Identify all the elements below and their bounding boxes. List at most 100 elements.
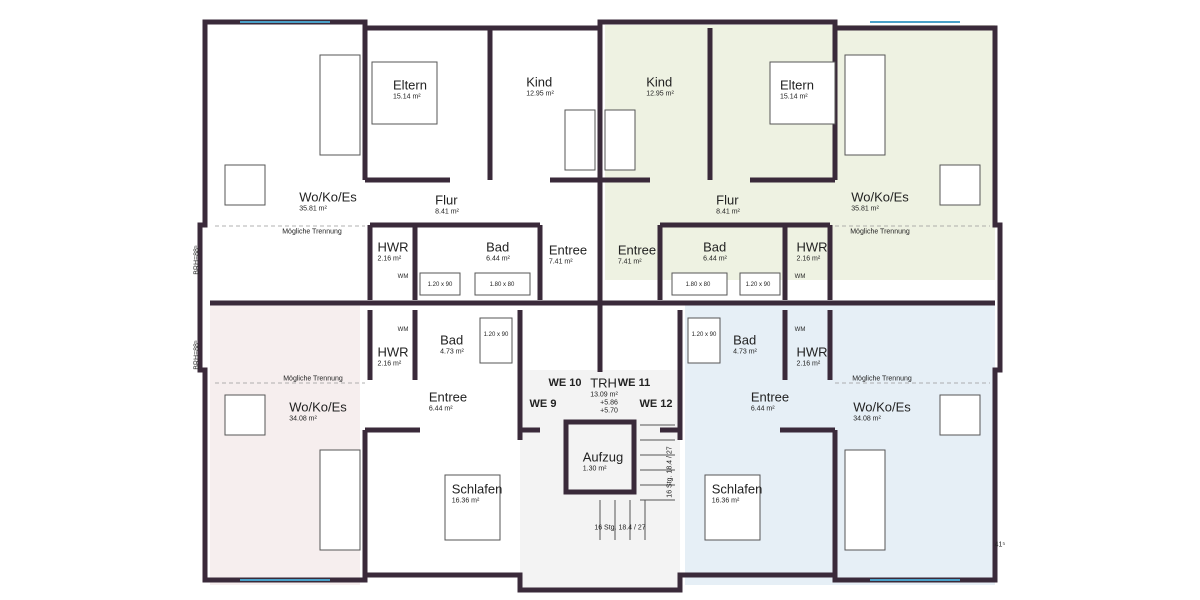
room-area: 7.41 m² xyxy=(617,258,642,266)
room-area: 2.16 m² xyxy=(377,360,402,368)
room-name: Entree xyxy=(548,242,588,258)
shower-label: 1.20 x 90 xyxy=(745,282,771,288)
unit-label-we11: WE 11 xyxy=(617,377,651,389)
shower-label: 1.20 x 90 xyxy=(691,332,717,338)
room-area: 15.14 m² xyxy=(780,93,808,101)
unit-we12-tint xyxy=(685,305,995,585)
tub-label: 1.80 x 80 xyxy=(685,282,711,288)
possible-partitions xyxy=(215,225,990,384)
room-name: HWR xyxy=(377,239,409,255)
room-name: HWR xyxy=(377,344,409,360)
room-area: 13.09 m² xyxy=(590,391,618,399)
room-area: 34.08 m² xyxy=(853,415,881,423)
stairs-label-vertical: 16 Stg. 18.4 / 27 xyxy=(666,446,674,498)
washer-label: WM xyxy=(397,274,409,280)
room-name: Kind xyxy=(646,74,673,90)
room-area: 34.08 m² xyxy=(289,415,317,423)
room-name: Bad xyxy=(733,332,757,348)
room-area: 1.30 m² xyxy=(582,465,607,473)
windows xyxy=(240,21,960,581)
room-area: 35.81 m² xyxy=(299,205,327,213)
sill-height-label: BRH=88⁵ xyxy=(193,245,201,275)
level-lower: +5.70 xyxy=(600,407,618,415)
level-upper: +5.86 xyxy=(600,399,618,407)
room-name: HWR xyxy=(796,239,828,255)
room-area: 2.16 m² xyxy=(796,255,821,263)
room-name: Aufzug xyxy=(582,449,624,465)
room-name: Entree xyxy=(428,389,468,405)
shower-label: 1.20 x 90 xyxy=(427,282,453,288)
room-name: Bad xyxy=(440,332,464,348)
room-name: Wo/Ko/Es xyxy=(299,189,357,205)
room-area: 8.41 m² xyxy=(435,208,459,216)
dimension-label: 41⁵ xyxy=(994,541,1006,549)
room-area: 4.73 m² xyxy=(440,348,464,356)
room-area: 15.14 m² xyxy=(393,93,421,101)
washer-label: WM xyxy=(794,327,806,333)
room-name: Kind xyxy=(526,74,553,90)
room-area: 2.16 m² xyxy=(796,360,821,368)
unit-label-we12: WE 12 xyxy=(639,398,673,410)
washer-label: WM xyxy=(794,274,806,280)
room-name: Wo/Ko/Es xyxy=(289,399,347,415)
stairwell-floor xyxy=(520,370,680,590)
room-name: HWR xyxy=(796,344,828,360)
shower-label: 1.20 x 90 xyxy=(483,332,509,338)
room-name: TRH xyxy=(590,375,617,391)
stairs-label: 16 Stg. 18.4 / 27 xyxy=(594,524,646,532)
room-name: Wo/Ko/Es xyxy=(853,399,911,415)
room-name: Bad xyxy=(486,239,510,255)
room-name: Schlafen xyxy=(451,481,503,497)
room-name: Schlafen xyxy=(711,481,763,497)
room-area: 6.44 m² xyxy=(486,255,510,263)
partition-label: Mögliche Trennung xyxy=(283,375,343,383)
furniture xyxy=(224,54,981,551)
room-name: Wo/Ko/Es xyxy=(851,189,909,205)
room-name: Eltern xyxy=(780,77,814,93)
washer-label: WM xyxy=(397,327,409,333)
walls xyxy=(197,19,1003,593)
room-name: Flur xyxy=(435,192,458,208)
partition-label: Mögliche Trennung xyxy=(852,375,912,383)
room-name: Entree xyxy=(750,389,790,405)
room-area: 16.36 m² xyxy=(451,497,480,505)
room-area: 16.36 m² xyxy=(711,497,740,505)
room-name: Eltern xyxy=(393,77,427,93)
room-area: 6.44 m² xyxy=(703,255,727,263)
room-area: 12.95 m² xyxy=(646,90,674,98)
room-name: Entree xyxy=(617,242,657,258)
tub-label: 1.80 x 80 xyxy=(489,282,515,288)
room-area: 7.41 m² xyxy=(548,258,573,266)
sill-height-label: BRH=88⁵ xyxy=(193,340,201,370)
room-area: 35.81 m² xyxy=(851,205,879,213)
room-area: 4.73 m² xyxy=(733,348,757,356)
room-name: Flur xyxy=(716,192,739,208)
room-area: 12.95 m² xyxy=(526,90,554,98)
unit-label-we10: WE 10 xyxy=(548,377,582,389)
unit-label-we9: WE 9 xyxy=(529,398,557,410)
stairs xyxy=(599,424,675,540)
